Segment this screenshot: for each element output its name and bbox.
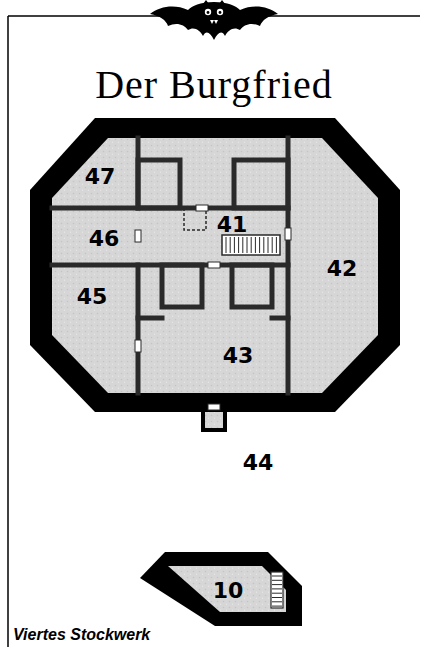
floor	[52, 138, 378, 393]
floor-caption: Viertes Stockwerk	[13, 626, 150, 644]
tower-wall	[140, 552, 302, 626]
room-number: 41	[217, 212, 248, 237]
room-number: 43	[223, 343, 254, 368]
doors	[135, 205, 291, 352]
map-title: Der Burgfried	[95, 61, 333, 108]
door	[208, 404, 220, 410]
room-44	[203, 410, 225, 430]
tower-stairs	[271, 572, 283, 608]
room-number: 46	[89, 226, 120, 251]
tower-floor	[168, 566, 286, 612]
bat-icon	[150, 0, 278, 40]
room-number: 42	[327, 256, 358, 281]
interior-walls	[52, 138, 288, 393]
room-number: 44	[243, 450, 274, 475]
outer-wall	[30, 118, 400, 412]
room-number: 45	[77, 284, 108, 309]
stairs	[222, 235, 280, 255]
room-number: 10	[213, 578, 244, 603]
frame-line	[7, 16, 9, 647]
room-number: 47	[85, 164, 116, 189]
